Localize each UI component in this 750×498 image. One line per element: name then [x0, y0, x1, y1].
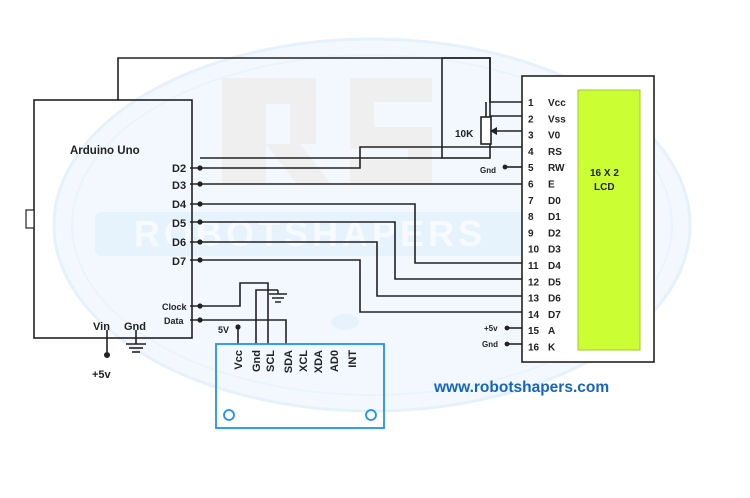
- mount-hole-left-icon: [223, 409, 235, 421]
- lcd-pin-5-number: 5: [528, 163, 534, 174]
- lcd-pin-labels: 1 Vcc 2 Vss 3 V0 4 RS 5 RW 6 E 7 D0 8 D1 9 D2 10 D3 11 D4 12 D5…: [528, 98, 566, 354]
- sensor-pin-xcl-label: XCL: [298, 350, 310, 372]
- arduino-pin-d7-label: D7: [172, 256, 186, 268]
- lcd-pin-d6-label: D6: [548, 294, 561, 305]
- potentiometer-arrow-icon: [490, 127, 497, 135]
- arduino-pin-d6-label: D6: [172, 237, 186, 249]
- mount-hole-right-icon: [365, 409, 377, 421]
- arduino-pin-d3-label: D3: [172, 180, 186, 192]
- sensor-pin-xda-label: XDA: [313, 350, 325, 373]
- wire-d4-lcd-d4: [190, 203, 522, 264]
- lcd-pin-vss-label: Vss: [548, 114, 566, 125]
- lcd-pin-11-number: 11: [528, 261, 539, 272]
- pot-enclosure: [441, 57, 491, 159]
- sensor-supply-terminal-icon: [235, 324, 241, 330]
- sensor-pin-sda-label: SDA: [283, 350, 295, 373]
- wire-d5-lcd-d5: [190, 221, 522, 280]
- lcd-pin-8-number: 8: [528, 212, 534, 223]
- lcd-pin-d0-label: D0: [548, 196, 561, 207]
- website-link[interactable]: www.robotshapers.com: [433, 379, 609, 396]
- lcd-pin-d3-label: D3: [548, 245, 561, 256]
- sensor-pin-gnd-label: Gnd: [251, 350, 263, 372]
- lcd-pin-3-number: 3: [528, 131, 534, 142]
- lcd-pin-1-number: 1: [528, 98, 534, 109]
- arduino-pin-d2-label: D2: [172, 163, 186, 175]
- arduino-supply-label: +5v: [92, 369, 112, 381]
- lcd-screen: [577, 89, 641, 351]
- wire-gnd-rtc: [255, 289, 278, 344]
- lcd-pin-rs-label: RS: [548, 147, 562, 158]
- junction-dots: [197, 165, 203, 323]
- lcd-title-line1: 16 X 2: [590, 168, 619, 179]
- arduino-title: Arduino Uno: [70, 145, 140, 157]
- sensor-ground-symbol-icon: [269, 290, 287, 303]
- lcd-pin-v0-label: V0: [548, 131, 561, 142]
- potentiometer-body-icon: [480, 116, 492, 145]
- wires: [106, 57, 522, 352]
- lcd-pin-9-number: 9: [528, 228, 534, 239]
- k-gnd-terminal-icon: [504, 341, 510, 347]
- sensor-module-outline: [215, 343, 385, 429]
- lcd-pin-d7-label: D7: [548, 310, 561, 321]
- wire-clock-scl: [190, 282, 269, 344]
- lcd-pin-15-number: 15: [528, 326, 540, 337]
- sensor-pin-scl-label: SCL: [265, 350, 277, 372]
- ground-symbol-icon: [126, 343, 146, 353]
- potentiometer-label: 10K: [455, 129, 474, 140]
- arduino-clock-label: Clock: [162, 302, 188, 312]
- potentiometer: 10K: [455, 116, 497, 145]
- rw-gnd-terminal-icon: [502, 164, 508, 170]
- lcd-pin-vcc-label: Vcc: [548, 98, 566, 109]
- lcd-pin-7-number: 7: [528, 196, 534, 207]
- arduino-vin-label: Vin: [93, 321, 110, 333]
- lcd-pin-12-number: 12: [528, 277, 540, 288]
- sensor-pin-ad0-label: AD0: [329, 350, 341, 372]
- watermark-logo-text: ROBOTSHAPERS: [134, 213, 486, 254]
- a-supply-terminal-icon: [504, 325, 510, 331]
- vin-terminal-icon: [104, 352, 110, 358]
- sensor-supply-label: 5V: [218, 325, 229, 335]
- lcd-pin-6-number: 6: [528, 180, 534, 191]
- lcd-pin-a-label: A: [548, 326, 555, 337]
- lcd-title-line2: LCD: [594, 182, 615, 193]
- lcd-a-supply-label: +5v: [484, 324, 498, 333]
- lcd-pin-rw-label: RW: [548, 163, 565, 174]
- lcd-pin-16-number: 16: [528, 343, 540, 354]
- arduino-pin-d5-label: D5: [172, 218, 186, 230]
- lcd-pin-d5-label: D5: [548, 277, 561, 288]
- lcd-rw-gnd-label: Gnd: [480, 166, 496, 175]
- sensor-pin-vcc-label: Vcc: [233, 350, 245, 370]
- lcd-pin-e-label: E: [548, 180, 555, 191]
- lcd-pin-14-number: 14: [528, 310, 540, 321]
- arduino-data-label: Data: [164, 316, 185, 326]
- lcd-pin-d1-label: D1: [548, 212, 561, 223]
- sensor-pin-int-label: INT: [347, 350, 359, 368]
- lcd-pin-10-number: 10: [528, 245, 540, 256]
- wire-data-sda: [190, 319, 287, 344]
- lcd-k-gnd-label: Gnd: [482, 340, 498, 349]
- lcd-pin-4-number: 4: [528, 147, 534, 158]
- lcd-pin-d2-label: D2: [548, 228, 561, 239]
- arduino-gnd-label: Gnd: [124, 321, 146, 333]
- wire-d6-lcd-d6: [190, 241, 522, 297]
- wire-d7-lcd-d7: [190, 259, 522, 313]
- arduino-pin-d4-label: D4: [172, 199, 187, 211]
- lcd-pin-2-number: 2: [528, 114, 534, 125]
- lcd-pin-k-label: K: [548, 343, 556, 354]
- lcd-pin-13-number: 13: [528, 294, 540, 305]
- lcd-pin-d4-label: D4: [548, 261, 561, 272]
